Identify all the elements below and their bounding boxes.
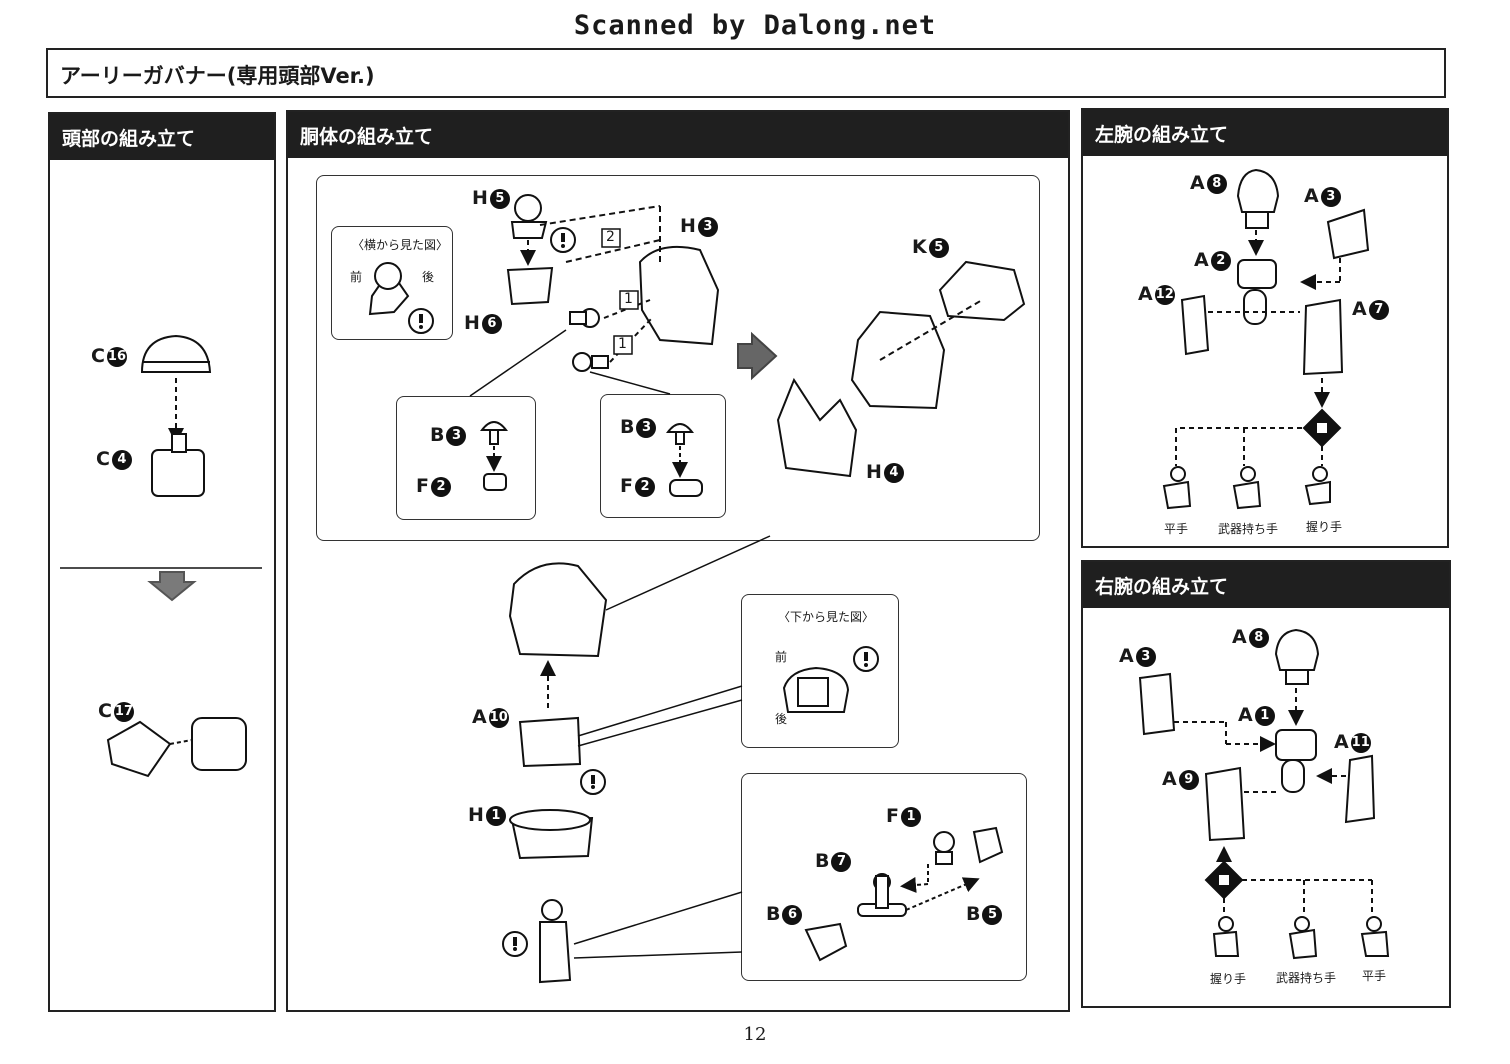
right-arm-panel-title: 右腕の組み立て [1083, 562, 1449, 608]
front-label: 前 [775, 650, 788, 664]
waist-part-illustration [518, 716, 582, 768]
collar-part-illustration [506, 266, 554, 306]
hand-caption: 武器持ち手 [1218, 522, 1279, 536]
helmet-part-illustration [140, 334, 212, 373]
head-assembled-illustration [191, 717, 247, 771]
page-title-bar: アーリーガバナー(専用頭部Ver.) [46, 48, 1446, 98]
face-part-illustration [151, 449, 205, 497]
upper-arm-illustration [1236, 168, 1280, 213]
chest-part-illustration [638, 245, 720, 346]
hand-caption: 武器持ち手 [1276, 971, 1337, 985]
page-number: 12 [743, 1024, 767, 1045]
step-number: 1 [618, 336, 627, 352]
crotch-joint-illustration [539, 921, 572, 984]
head-panel: 頭部の組み立て [48, 112, 276, 1012]
left-arm-panel-title: 左腕の組み立て [1083, 110, 1447, 156]
page-title: アーリーガバナー(専用頭部Ver.) [60, 64, 375, 88]
shoulder-joint-box-left [396, 396, 536, 520]
head-panel-title: 頭部の組み立て [50, 114, 274, 160]
hand-caption: 握り手 [1306, 520, 1343, 534]
caution-icon [408, 227, 879, 957]
back-label: 後 [775, 712, 788, 726]
elbow-joint-illustration [1237, 259, 1277, 289]
bottom-view-title: 〈下から見た図〉 [778, 610, 875, 624]
next-step-arrow [147, 571, 197, 602]
side-view-title: 〈横から見た図〉 [352, 238, 449, 252]
hand-caption: 握り手 [1210, 972, 1247, 986]
step-number: 1 [624, 291, 633, 307]
back-armor-illustration [938, 260, 1026, 322]
back-label: 後 [422, 270, 435, 284]
step-number: 2 [606, 229, 615, 245]
shoulder-joint-box-right [600, 394, 726, 518]
torso-assembled-illustration [508, 562, 608, 658]
front-armor-illustration [776, 377, 858, 478]
hand-caption: 平手 [1164, 522, 1189, 536]
visor-part-illustration [106, 720, 172, 778]
scan-watermark: Scanned by Dalong.net [573, 10, 937, 41]
hand-caption: 平手 [1362, 969, 1387, 983]
next-step-arrow [737, 331, 778, 381]
forearm-illustration [1302, 298, 1344, 376]
torso-core-illustration [850, 310, 946, 410]
front-label: 前 [350, 270, 363, 284]
body-panel-title: 胴体の組み立て [288, 112, 1068, 158]
